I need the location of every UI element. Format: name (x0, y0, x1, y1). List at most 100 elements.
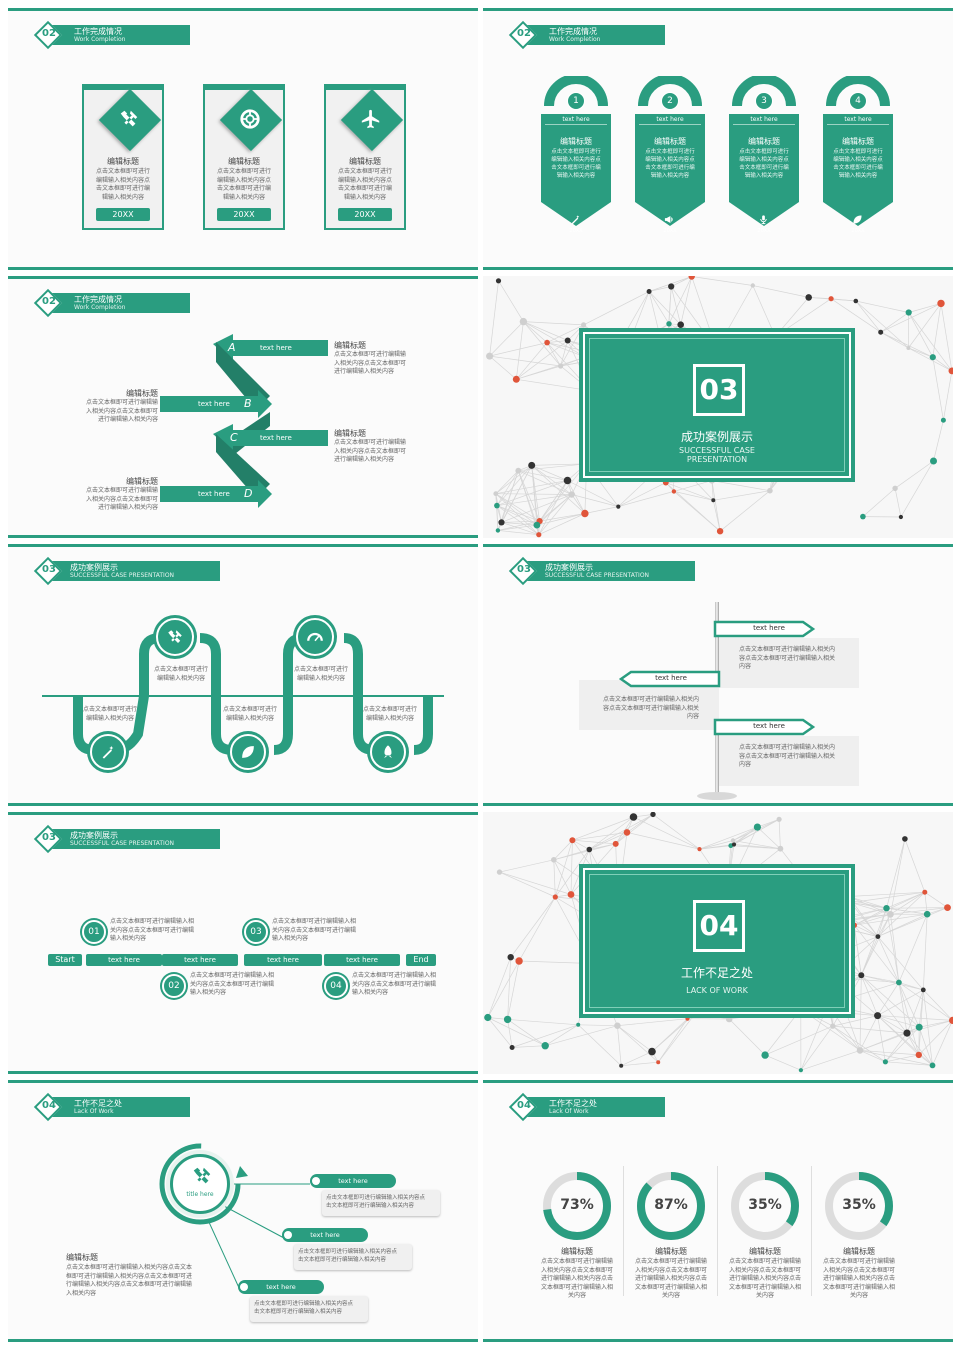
top-bar (8, 544, 478, 547)
slide-section-04-cover: 04 工作不足之处 LACK OF WORK (483, 812, 953, 1074)
section-header: 04 工作不足之处 Lack Of Work (508, 1092, 667, 1122)
card-title: 编辑标题 (349, 157, 381, 166)
step-year: 20XX (569, 228, 583, 234)
timeline-segment: text here (162, 954, 238, 966)
arrow-label: text here (260, 434, 292, 442)
section-subtitle: Lack Of Work (549, 1108, 589, 1115)
ring-percentage: 35% (842, 1197, 876, 1213)
microphone-icon (760, 215, 767, 225)
step-year: 20XX (663, 228, 677, 234)
timeline-node[interactable]: 03 (244, 920, 268, 944)
sign-text: 点击文本框即可进行编辑输入相关内容点击文本框即可进行编辑输入相关内容 (739, 744, 836, 768)
tools-icon (168, 630, 182, 643)
section-subtitle: SUCCESSFUL CASE PRESENTATION (70, 840, 175, 847)
milestone-circle[interactable] (156, 618, 194, 656)
ring-title: 编辑标题 (655, 1247, 687, 1256)
block-text: 点击文本框即可进行编辑输入相关内容点击文本框即可进行编辑输入相关内容点击文本框即… (66, 1264, 193, 1297)
step-number: 3 (755, 92, 773, 110)
top-bar (8, 276, 478, 279)
tools-icon (193, 1167, 211, 1184)
milestone-circle[interactable] (296, 618, 334, 656)
bottom-bar (483, 1339, 953, 1342)
step-number: 1 (567, 92, 585, 110)
ring-percentage: 87% (654, 1197, 688, 1213)
step-title: 编辑标题 (842, 137, 874, 146)
section-title: 工作完成情况 (74, 27, 122, 36)
item-text: 点击文本框即可进行编辑输入相关内容点击文本框即可进行编辑输入相关内容 (298, 1249, 398, 1263)
section-header: 03 成功案例展示 SUCCESSFUL CASE PRESENTATION (33, 556, 220, 586)
top-bar (483, 8, 953, 11)
tools-icon (120, 110, 138, 127)
item-label: text here (282, 1228, 368, 1242)
milestone-circle[interactable] (370, 734, 406, 770)
progress-ring (543, 1172, 611, 1240)
section-number: 02 (42, 296, 56, 307)
block-text: 点击文本框即可进行编辑输入相关内容点击文本框即可进行编辑输入相关内容 (334, 351, 407, 375)
block-text: 点击文本框即可进行编辑输入相关内容点击文本框即可进行编辑输入相关内容 (85, 487, 158, 511)
card-text: 点击文本框即可进行编辑输入相关内容点击文本框即可进行编辑输入相关内容 (216, 168, 271, 201)
sign-label: text here (753, 722, 785, 730)
arrow-letter: A (228, 341, 236, 354)
section-title: 成功案例展示 (70, 563, 118, 572)
timeline-node[interactable]: 04 (324, 974, 348, 998)
section-number: 02 (42, 28, 56, 39)
progress-ring (825, 1172, 893, 1240)
ring-text: 点击文本框即可进行编辑输入相关内容点击文本框即可进行编辑输入相关内容点击文本框即… (540, 1258, 613, 1299)
ring-text: 点击文本框即可进行编辑输入相关内容点击文本框即可进行编辑输入相关内容点击文本框即… (822, 1258, 895, 1299)
megaphone-icon (664, 215, 673, 224)
ring-title: 编辑标题 (749, 1247, 781, 1256)
node-text: 点击文本框即可进行编辑输入相关内容点击文本框即可进行编辑输入相关内容 (352, 972, 437, 996)
timeline-node[interactable]: 01 (82, 920, 106, 944)
top-bar (8, 8, 478, 11)
node-text: 点击文本框即可进行编辑输入相关内容点击文本框即可进行编辑输入相关内容 (110, 918, 195, 942)
step-text: 点击文本框即可进行编辑输入相关内容点击文本框即可进行编辑输入相关内容 (645, 149, 695, 179)
card-year: 20XX (338, 208, 392, 221)
block-title: 编辑标题 (66, 1253, 98, 1262)
progress-ring (637, 1172, 705, 1240)
section-subtitle: Work Completion (74, 36, 126, 43)
pole-shadow (697, 792, 737, 800)
section-number: 04 (693, 900, 745, 952)
section-title: 工作不足之处 (74, 1099, 122, 1108)
sign-text: 点击文本框即可进行编辑输入相关内容点击文本框即可进行编辑输入相关内容 (602, 696, 699, 720)
slide-radial-items: 04 工作不足之处 Lack Of Work title here 编辑标题 点… (8, 1080, 478, 1342)
item-text: 点击文本框即可进行编辑输入相关内容点击文本框即可进行编辑输入相关内容 (254, 1301, 354, 1315)
section-title: 工作完成情况 (549, 27, 597, 36)
section-number: 03 (42, 564, 56, 575)
card-title: 编辑标题 (228, 157, 260, 166)
ring-title: 编辑标题 (843, 1247, 875, 1256)
timeline-segment: text here (324, 954, 400, 966)
milestone-circle[interactable] (90, 734, 126, 770)
section-header: 02 工作完成情况 Work Completion (33, 288, 192, 318)
slide-percentage-rings: 04 工作不足之处 Lack Of Work 73%编辑标题点击文本框即可进行编… (483, 1080, 953, 1342)
section-title: 成功案例展示 (545, 563, 593, 572)
ring-text: 点击文本框即可进行编辑输入相关内容点击文本框即可进行编辑输入相关内容点击文本框即… (728, 1258, 801, 1299)
step-number: 4 (849, 92, 867, 110)
milestone-text: 点击文本框即可进行编辑输入相关内容 (293, 666, 348, 682)
milestone-circle[interactable] (230, 734, 266, 770)
slide-signpost: 03 成功案例展示 SUCCESSFUL CASE PRESENTATION t… (483, 544, 953, 806)
arrow-letter: D (244, 487, 253, 500)
top-bar (483, 1080, 953, 1083)
sign-label: text here (753, 624, 785, 632)
milestone-text: 点击文本框即可进行编辑输入相关内容 (82, 706, 137, 722)
center-label: title here (186, 1191, 214, 1198)
top-bar (8, 812, 478, 815)
timeline-node[interactable]: 02 (162, 974, 186, 998)
section-subtitle: SUCCESSFUL CASE PRESENTATION (70, 572, 175, 579)
arrow-label: text here (260, 344, 292, 352)
block-title: 编辑标题 (334, 429, 366, 438)
sign-label: text here (655, 674, 687, 682)
node-text: 点击文本框即可进行编辑输入相关内容点击文本框即可进行编辑输入相关内容 (272, 918, 357, 942)
bottom-bar (8, 803, 478, 806)
gauge-icon (307, 632, 323, 642)
card-year: 20XX (217, 208, 271, 221)
info-card: 编辑标题点击文本框即可进行编辑输入相关内容点击文本框即可进行编辑输入相关内容 20… (203, 84, 285, 230)
